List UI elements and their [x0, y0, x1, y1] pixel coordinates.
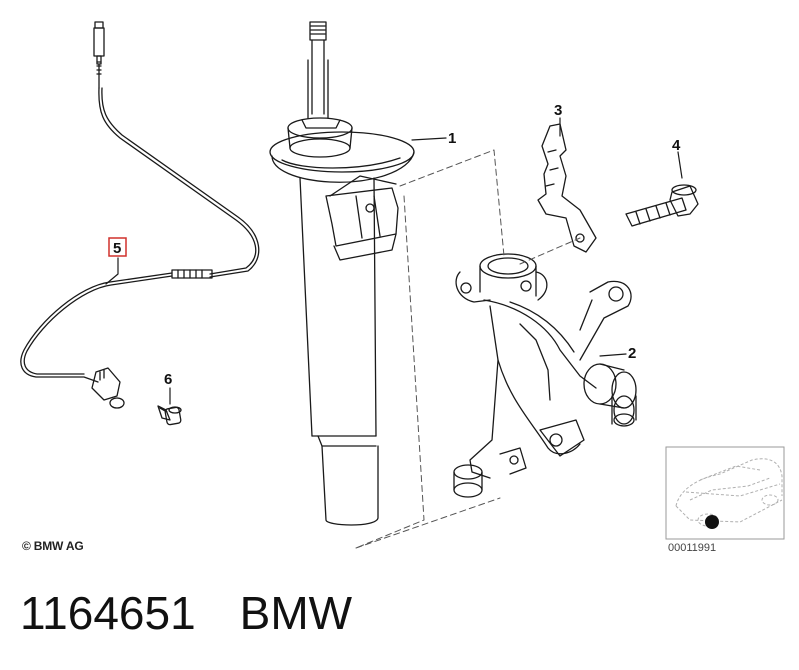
callout-5: 5: [113, 240, 121, 257]
callout-6: 6: [164, 371, 172, 388]
callout-5-highlight-box: [108, 237, 127, 257]
callout-3: 3: [554, 102, 562, 119]
assembly-guide-lines: [355, 149, 581, 549]
car-locator-inset: [665, 446, 785, 540]
callout-leaders: [105, 117, 683, 405]
hex-bolt: [625, 184, 699, 227]
locator-dot: [705, 515, 719, 529]
copyright-notice: © BMW AG: [22, 539, 84, 553]
sensor-bolt: [157, 405, 182, 426]
footer-caption: 1164651 BMW: [20, 586, 396, 640]
brand-name: BMW: [239, 587, 353, 639]
inset-diagram-code: 00011991: [668, 542, 717, 554]
brake-hose-bracket: [537, 123, 597, 253]
spring-strut: [269, 21, 415, 526]
callout-2: 2: [628, 345, 636, 362]
callout-4: 4: [672, 137, 681, 154]
steering-knuckle: [453, 253, 637, 498]
callout-1: 1: [448, 130, 456, 147]
part-number: 1164651: [20, 587, 196, 639]
wheel-speed-sensor-cable: [20, 21, 260, 409]
